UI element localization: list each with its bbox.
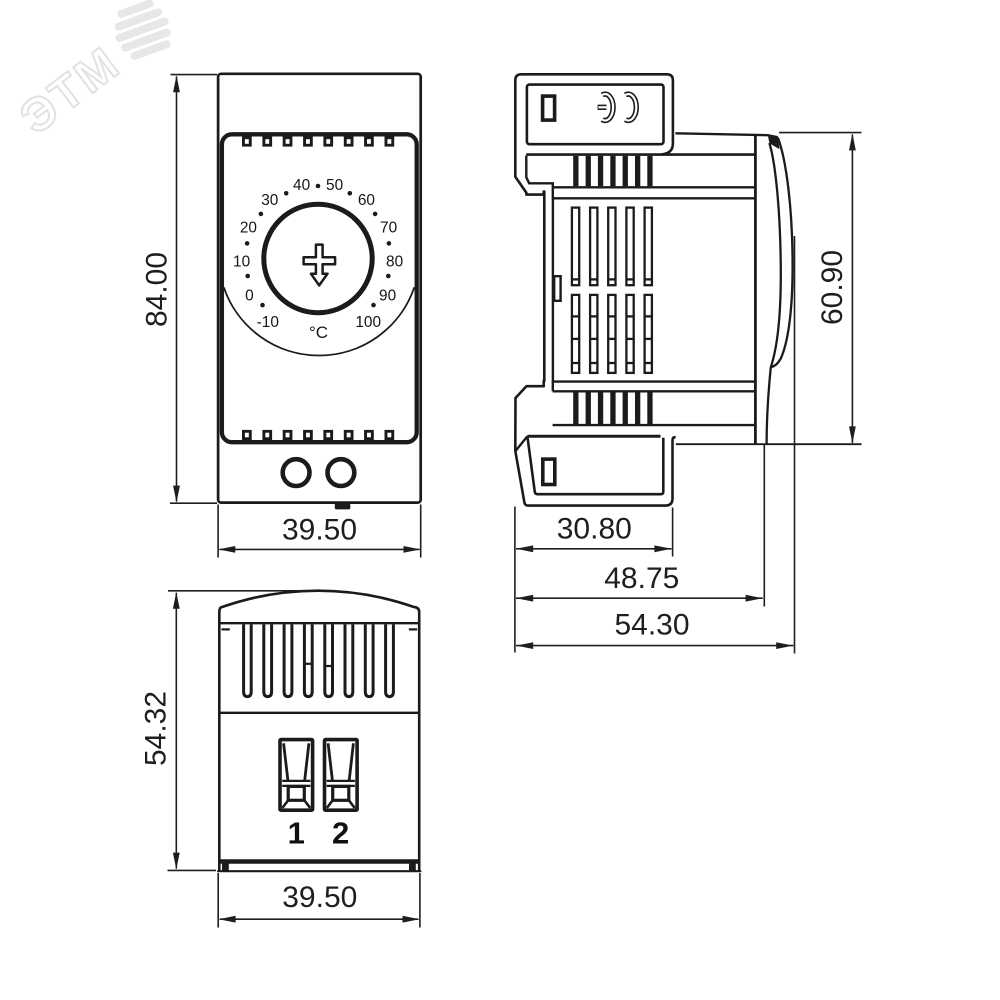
arrowhead-icon <box>849 133 856 151</box>
dial-label: 90 <box>379 287 396 304</box>
bezel-inner-curve <box>765 142 782 444</box>
front-housing-outline <box>216 72 423 504</box>
side-top-block-label <box>525 83 665 146</box>
dial-label: 60 <box>358 192 375 209</box>
front-view: -10 0 10 20 30 40 50 60 70 80 90 100 °C <box>216 72 423 510</box>
arrowhead-icon <box>849 426 856 444</box>
dial-label: 100 <box>355 314 381 331</box>
dial-label: 40 <box>293 177 310 194</box>
dial-scale-labels: -10 0 10 20 30 40 50 60 70 80 90 100 °C <box>233 177 403 342</box>
dial-label: 0 <box>245 287 254 304</box>
bottom-vent-slats <box>242 624 395 699</box>
front-face-panel <box>219 132 419 445</box>
dial-label: 10 <box>233 254 250 271</box>
bottom-view: 1 2 <box>217 589 422 873</box>
bottom-outline <box>218 589 421 872</box>
dim-label-bottom-width: 39.50 <box>282 881 357 914</box>
side-block2-top-chamfer <box>514 435 529 452</box>
side-top-block-slot <box>540 94 557 122</box>
terminal-1 <box>278 737 315 812</box>
watermark: ЭТМ <box>9 0 171 145</box>
dial-scale-dots <box>244 183 392 308</box>
arrowhead-icon <box>172 852 180 870</box>
bottom-groove-block-left <box>222 863 229 871</box>
dim-label-bottom-height: 54.32 <box>140 691 173 766</box>
side-bottom-block-slot <box>540 457 557 487</box>
dim-label-front-width: 39.50 <box>282 514 357 547</box>
dial-label: 50 <box>326 177 343 194</box>
dial-label: 70 <box>380 220 397 237</box>
side-lower-vent-slats <box>573 392 653 425</box>
side-main-slats-row2 <box>570 293 654 375</box>
arrowhead-icon <box>654 545 672 553</box>
din-clip-tab <box>334 502 351 510</box>
arrowhead-icon <box>516 594 534 602</box>
side-left-contour <box>514 73 677 507</box>
bezel-outer-curve <box>770 137 794 369</box>
bottom-view-dimensions: 54.32 39.50 <box>140 589 421 928</box>
dial-label: 80 <box>386 254 403 271</box>
side-clip-inner-top <box>525 155 756 200</box>
terminal-2-label: 2 <box>332 816 349 851</box>
arrowhead-icon <box>402 915 420 923</box>
arrowhead-icon <box>173 75 180 93</box>
bottom-groove-block-right <box>409 863 416 871</box>
dial-unit-label: °C <box>309 323 328 342</box>
terminal-2 <box>322 737 359 812</box>
arrowhead-icon <box>218 546 236 553</box>
front-view-dimensions: 84.00 39.50 <box>141 73 422 558</box>
dim-label-side-height: 60.90 <box>816 250 849 325</box>
watermark-logo-icon <box>114 0 171 60</box>
dim-label-block-depth: 30.80 <box>557 513 632 546</box>
side-main-slats-row1 <box>570 206 654 287</box>
arrowhead-icon <box>218 915 236 923</box>
side-view <box>514 73 862 507</box>
knob-pointer-icon <box>302 243 337 287</box>
screw-right-icon <box>325 456 357 489</box>
arrowhead-icon <box>516 642 534 649</box>
dial-label: 20 <box>240 220 257 237</box>
panel-bottom-notches <box>242 429 395 441</box>
side-bottom-block-label <box>526 437 665 496</box>
dim-label-front-height: 84.00 <box>141 252 174 327</box>
arrowhead-icon <box>776 642 794 649</box>
dial-label: -10 <box>257 314 279 331</box>
arrowhead-icon <box>403 546 421 553</box>
arrowhead-icon <box>745 594 763 602</box>
bezel-corner-wedge <box>767 134 780 150</box>
dial-label: 30 <box>261 192 278 209</box>
side-top-edge <box>675 132 769 137</box>
dial-recess-arc <box>222 287 416 357</box>
side-view-dimensions: 60.90 30.80 48.75 54.30 <box>514 131 862 654</box>
panel-top-notches <box>242 136 395 147</box>
terminal-1-label: 1 <box>288 816 305 851</box>
arrowhead-icon <box>172 591 180 609</box>
dim-label-total-depth: 54.30 <box>614 609 689 642</box>
dim-label-body-depth: 48.75 <box>604 562 679 595</box>
arrowhead-icon <box>173 485 180 503</box>
arrowhead-icon <box>516 545 534 553</box>
watermark-text: ЭТМ <box>10 35 130 144</box>
screw-left-icon <box>280 456 312 489</box>
side-upper-vent-slats <box>573 155 653 187</box>
side-clip-slot <box>553 275 562 303</box>
dial-knob <box>261 201 375 316</box>
ce-mark-icon <box>597 91 639 124</box>
side-clip-inner-bottom <box>551 380 756 392</box>
